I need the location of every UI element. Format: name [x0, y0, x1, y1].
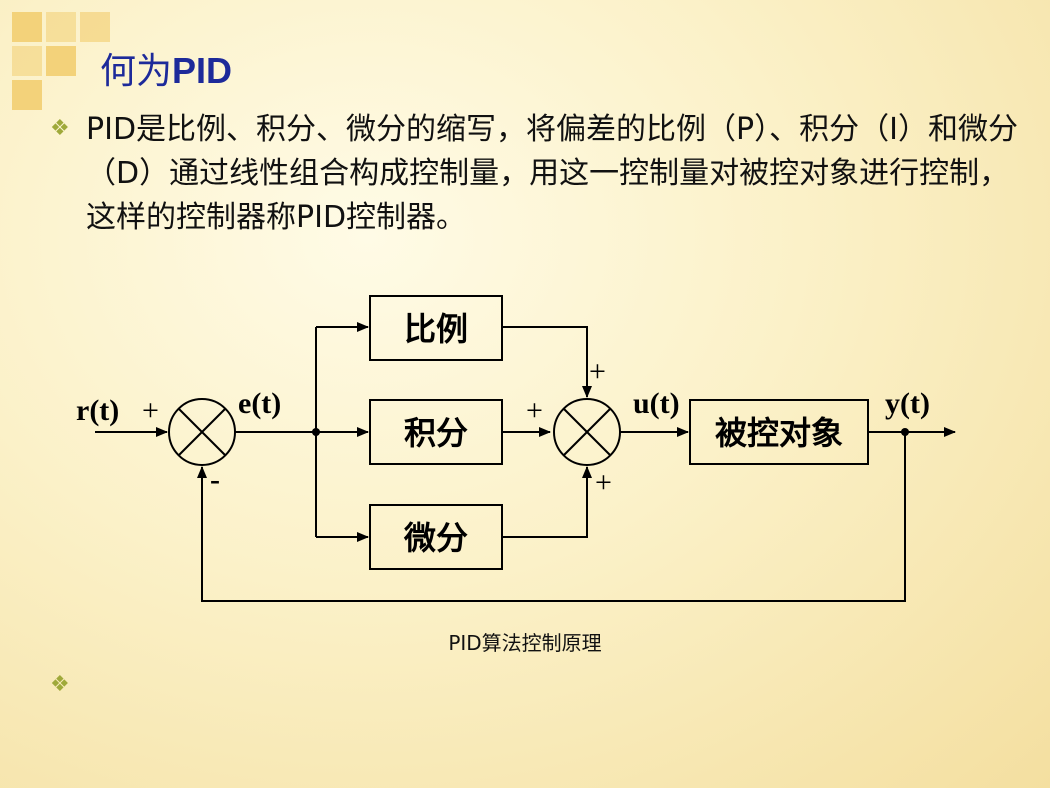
decor-square	[12, 12, 42, 42]
sum1-plus-sign: +	[142, 394, 159, 427]
bullet-icon: ❖	[50, 116, 70, 141]
arrow-proportional-to-sum2	[502, 326, 592, 398]
slide-title: 何为PID	[100, 42, 232, 94]
feedback-path	[197, 432, 906, 602]
decor-square	[12, 46, 42, 76]
sum1-minus-sign: -	[210, 463, 220, 496]
branch-dot	[312, 428, 320, 436]
error-label: e(t)	[238, 387, 281, 420]
derivative-label: 微分	[403, 519, 468, 557]
definition-paragraph: PID是比例、积分、微分的缩写，将偏差的比例（P）、积分（I）和微分（D）通过线…	[86, 112, 1018, 235]
decor-square	[12, 80, 42, 110]
decor-square	[46, 46, 76, 76]
plant-label: 被控对象	[715, 414, 843, 452]
title-prefix: 何为	[100, 51, 173, 92]
bullet-icon: ❖	[50, 672, 70, 697]
reference-label: r(t)	[76, 394, 119, 427]
integral-label: 积分	[404, 414, 468, 452]
sum2-bottom-sign: +	[595, 466, 612, 499]
decor-square	[46, 12, 76, 42]
sum2-top-sign: +	[589, 355, 606, 388]
arrow-derivative-to-sum2	[502, 466, 592, 538]
decor-square	[80, 12, 110, 42]
control-label: u(t)	[633, 387, 680, 420]
output-label: y(t)	[885, 387, 930, 420]
output-dot	[901, 428, 909, 436]
proportional-label: 比例	[404, 310, 468, 348]
sum2-left-sign: +	[526, 394, 543, 427]
title-pid: PID	[172, 50, 233, 91]
diagram-caption: PID算法控制原理	[448, 631, 602, 655]
